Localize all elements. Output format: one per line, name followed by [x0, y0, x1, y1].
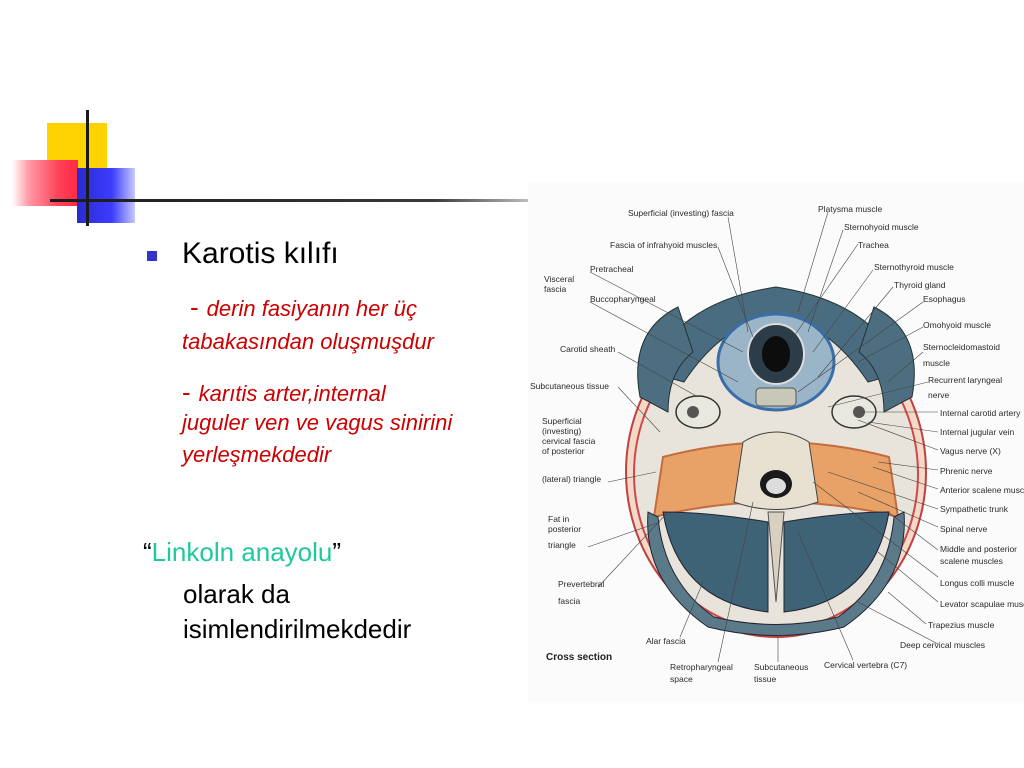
sternocleidomastoid-right: [858, 306, 915, 413]
label-lateral-triangle: (lateral) triangle: [542, 474, 601, 484]
dash: -: [190, 292, 199, 322]
sternocleidomastoid-left: [637, 306, 694, 413]
label-scalene-muscles: scalene muscles: [940, 556, 1003, 566]
label-sympathetic: Sympathetic trunk: [940, 504, 1009, 514]
label-tissue: tissue: [754, 674, 776, 684]
label-longus-colli: Longus colli muscle: [940, 578, 1014, 588]
label-esophagus: Esophagus: [923, 294, 966, 304]
deep-cervical-muscles-left: [662, 511, 769, 613]
label-alar-fascia: Alar fascia: [646, 636, 686, 646]
label-anterior-scalene: Anterior scalene muscle: [940, 485, 1024, 495]
spinal-cord: [766, 478, 786, 494]
label-prevertebral-fascia: fascia: [558, 596, 580, 606]
label-trachea: Trachea: [858, 240, 889, 250]
label-pretracheal: Pretracheal: [590, 264, 634, 274]
label-trapezius: Trapezius muscle: [928, 620, 995, 630]
label-triangle: triangle: [548, 540, 576, 550]
label-retropharyngeal: Retropharyngeal: [670, 662, 733, 672]
point-2-line-1: -karıtis arter,internal: [182, 377, 386, 409]
decor-horizontal-rule: [50, 199, 530, 202]
tail-line-2: isimlendirilmekdedir: [183, 614, 412, 644]
label-subcutaneous-bottom: Subcutaneous: [754, 662, 808, 672]
label-nerve: nerve: [928, 390, 950, 400]
point-1-line-2: tabakasından oluşmuşdur: [182, 329, 434, 354]
point-2-line-2: juguler ven ve vagus sinirini: [182, 410, 453, 435]
esophagus: [755, 387, 797, 407]
label-infrahyoid-fascia: Fascia of infrahyoid muscles: [610, 240, 717, 250]
label-omohyoid: Omohyoid muscle: [923, 320, 991, 330]
label-thyroid: Thyroid gland: [894, 280, 946, 290]
quote-line: “Linkoln anayolu”: [143, 535, 341, 569]
trachea-lumen: [762, 336, 790, 372]
bullet-square-icon: [147, 251, 157, 261]
label-internal-jugular: Internal jugular vein: [940, 427, 1014, 437]
label-internal-carotid: Internal carotid artery: [940, 408, 1021, 418]
label-scm: Sternocleidomastoid: [923, 342, 1000, 352]
tail-line-1: olarak da: [183, 579, 290, 609]
point-2-line-3: yerleşmekdedir: [182, 442, 332, 467]
quote-open: “: [143, 537, 152, 567]
label-superficial: Superficial: [542, 416, 582, 426]
label-platysma: Platysma muscle: [818, 204, 883, 214]
label-space: space: [670, 674, 693, 684]
label-prevertebral: Prevertebral: [558, 579, 604, 589]
spinous-process: [767, 511, 785, 603]
label-recurrent-laryngeal: Recurrent laryngeal: [928, 375, 1002, 385]
neck-cross-section-figure: Superficial (investing) fascia Fascia of…: [528, 182, 1024, 702]
carotid-artery-right: [853, 406, 865, 418]
quote-close: ”: [332, 537, 342, 567]
figure-caption: Cross section: [546, 652, 612, 663]
label-investing: (investing): [542, 426, 581, 436]
label-levator-scapulae: Levator scapulae muscle: [940, 599, 1024, 609]
decor-vertical-line: [86, 110, 89, 226]
label-vagus: Vagus nerve (X): [940, 446, 1001, 456]
label-deep-cervical: Deep cervical muscles: [900, 640, 985, 650]
trapezius-muscle: [647, 511, 905, 636]
label-middle-posterior: Middle and posterior: [940, 544, 1017, 554]
carotid-artery-left: [687, 406, 699, 418]
quote-highlight: Linkoln anayolu: [151, 537, 333, 567]
label-superficial-fascia: Superficial (investing) fascia: [628, 208, 734, 218]
label-sternothyroid: Sternothyroid muscle: [874, 262, 954, 272]
label-of-posterior: of posterior: [542, 446, 585, 456]
label-cervical-vertebra: Cervical vertebra (C7): [824, 660, 907, 670]
point-text: karıtis arter,internal: [198, 381, 386, 406]
decor-red-square: [12, 160, 78, 206]
point-text: derin fasiyanın her üç: [206, 296, 418, 321]
leader-lines: [587, 211, 939, 663]
label-cervical-fascia: cervical fascia: [542, 436, 596, 446]
dash: -: [182, 377, 191, 407]
label-buccopharyngeal: Buccopharyngeal: [590, 294, 656, 304]
label-subcutaneous-left: Subcutaneous tissue: [530, 381, 609, 391]
label-scm-muscle: muscle: [923, 358, 950, 368]
slide-heading: Karotis kılıfı: [182, 237, 339, 270]
point-1-line-1: -derin fasiyanın her üç: [190, 292, 417, 324]
label-fascia: fascia: [544, 284, 566, 294]
label-visceral: Visceral: [544, 274, 574, 284]
label-phrenic: Phrenic nerve: [940, 466, 993, 476]
label-carotid-sheath: Carotid sheath: [560, 344, 616, 354]
label-sternohyoid: Sternohyoid muscle: [844, 222, 919, 232]
cross-section-illustration: Superficial (investing) fascia Fascia of…: [530, 204, 1024, 684]
label-posterior: posterior: [548, 524, 581, 534]
label-fat-in: Fat in: [548, 514, 570, 524]
label-spinal-nerve: Spinal nerve: [940, 524, 988, 534]
